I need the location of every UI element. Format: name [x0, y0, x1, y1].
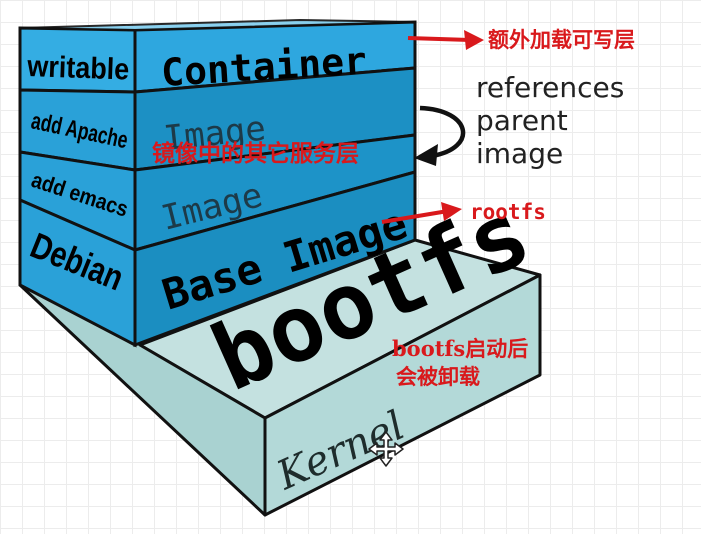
- kernel-front-face: [263, 273, 542, 517]
- annotation-rootfs: rootfs: [381, 200, 546, 224]
- container-glass: [19, 18, 416, 32]
- references-line2: parent: [476, 104, 568, 137]
- curved-arrow: [419, 105, 466, 159]
- layer-front-faces: [19, 18, 417, 348]
- note-writable-layer: 额外加载可写层: [488, 27, 635, 52]
- annotation-writable: 额外加载可写层: [407, 27, 635, 52]
- arrow-rootfs-shaft: [381, 209, 449, 224]
- arrow-writable-shaft: [407, 36, 471, 42]
- arrow-writable-head: [464, 30, 484, 50]
- note-bootfs-line1: bootfs启动后: [392, 336, 528, 361]
- label-writable: writable: [26, 50, 130, 87]
- front-base-image: [133, 170, 417, 348]
- arrow-rootfs-head: [441, 202, 462, 221]
- annotation-references: references parent image: [414, 71, 624, 170]
- note-rootfs: rootfs: [470, 200, 546, 224]
- note-other-services: 镜像中的其它服务层: [152, 140, 359, 167]
- note-bootfs-line2: 会被卸载: [396, 364, 480, 389]
- curved-arrow-head: [414, 144, 438, 166]
- references-line3: image: [476, 137, 563, 170]
- references-line1: references: [476, 71, 624, 104]
- move-cursor-icon: [368, 431, 404, 467]
